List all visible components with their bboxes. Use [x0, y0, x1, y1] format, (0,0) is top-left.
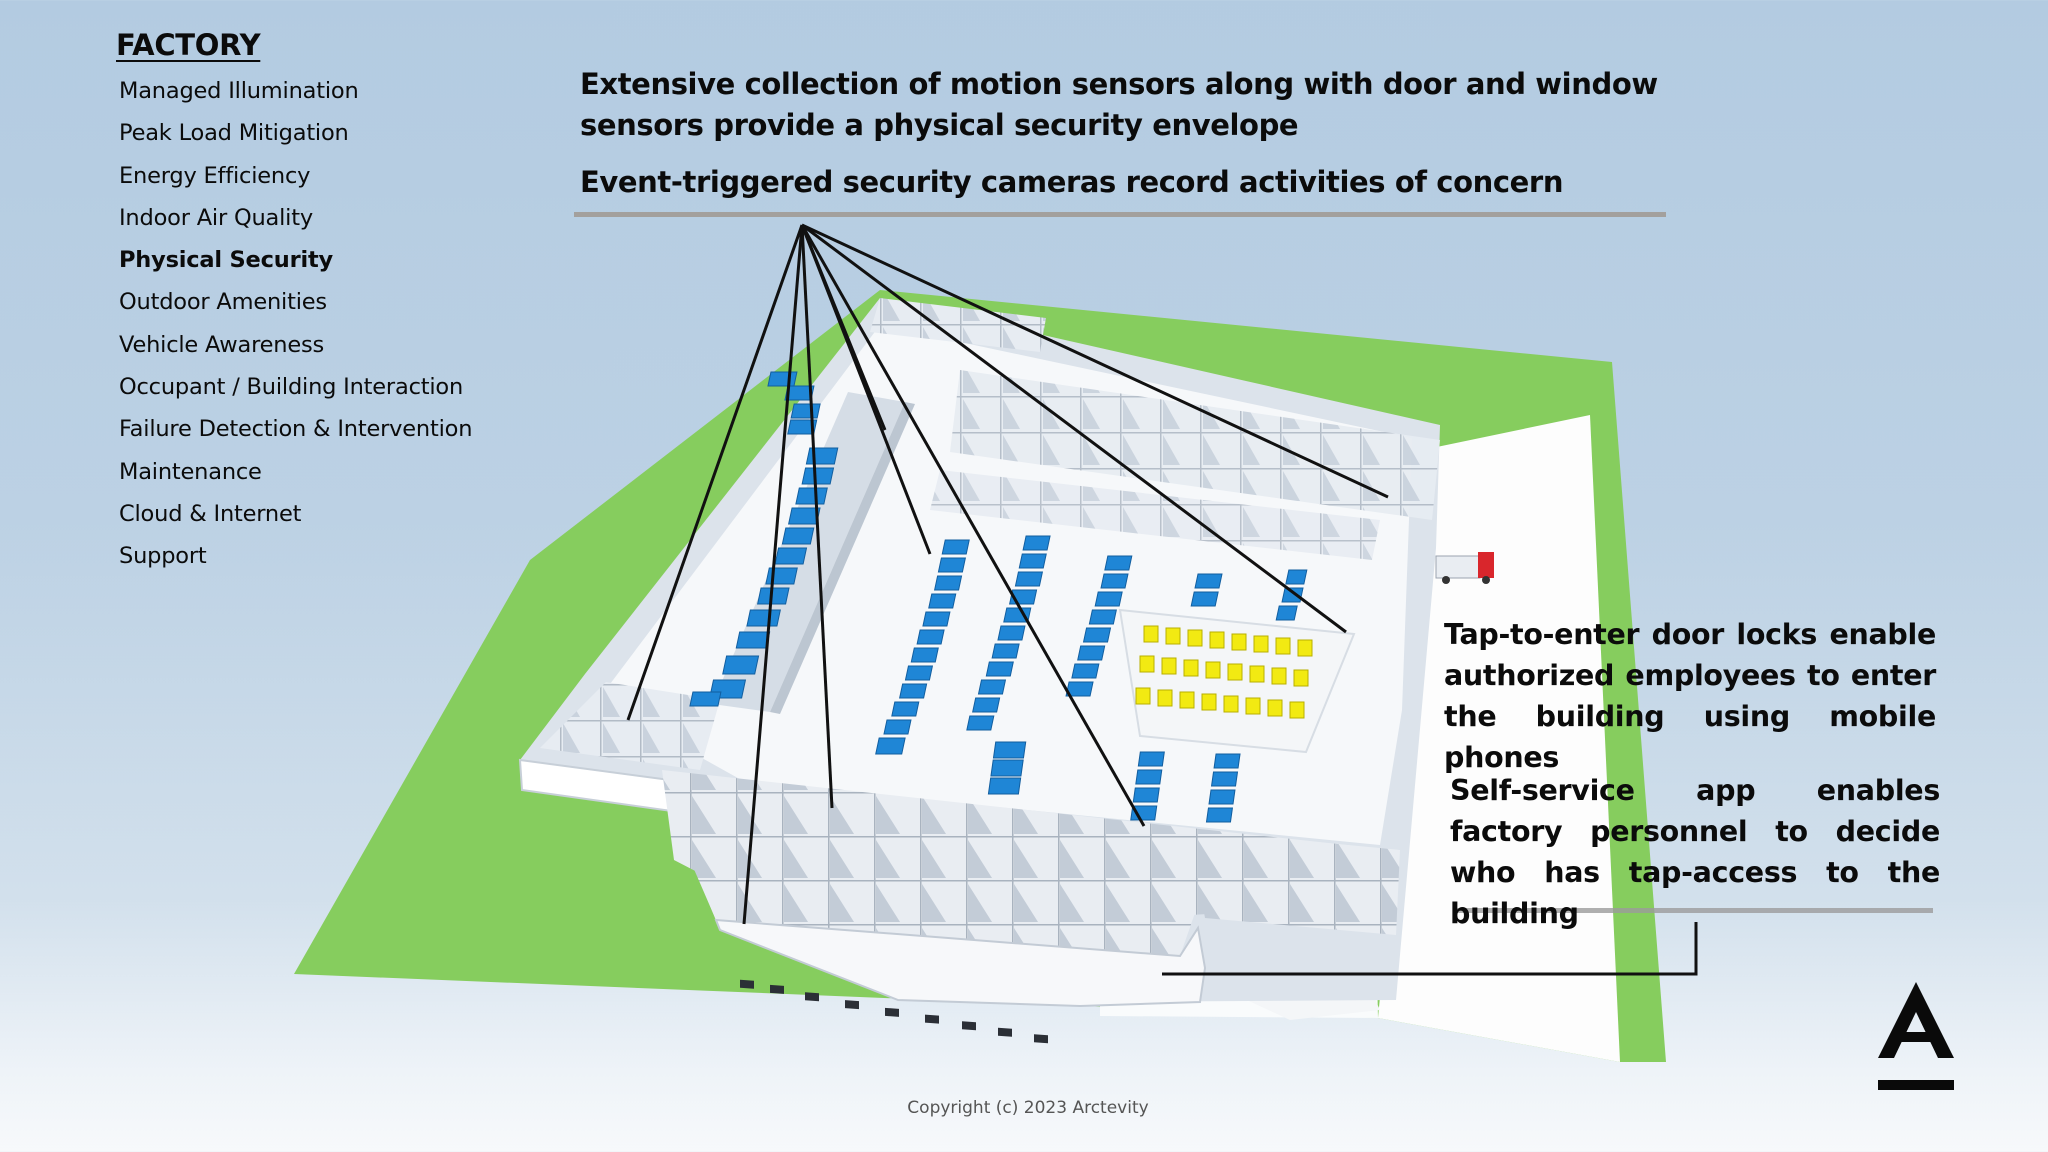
back-rooms-right [950, 370, 1440, 520]
sidebar-item-failure-detection-intervention[interactable]: Failure Detection & Intervention [119, 416, 473, 443]
left-wing [540, 682, 720, 770]
back-rooms-mid [930, 470, 1380, 560]
sidebar-item-occupant-building-interaction[interactable]: Occupant / Building Interaction [119, 374, 464, 401]
sidebar-item-energy-efficiency[interactable]: Energy Efficiency [119, 162, 311, 189]
sidebar-title: FACTORY [116, 28, 261, 62]
delivery-truck [1435, 552, 1494, 584]
motion-sensor-callout: Extensive collection of motion sensors a… [580, 67, 1658, 142]
back-rooms [870, 298, 1046, 352]
sidebar-item-managed-illumination[interactable]: Managed Illumination [119, 78, 359, 104]
sidebar-item-cloud-internet[interactable]: Cloud & Internet [119, 500, 302, 527]
camera-callout: Event-triggered security cameras record … [580, 165, 1564, 199]
sidebar-item-vehicle-awareness[interactable]: Vehicle Awareness [119, 331, 325, 358]
blue-equipment [689, 371, 1308, 823]
front-facade [714, 918, 1207, 1008]
yellow-equipment [1135, 625, 1313, 719]
sidebar-item-outdoor-amenities[interactable]: Outdoor Amenities [119, 289, 327, 316]
copyright-text: Copyright (c) 2023 Arctevity [907, 1098, 1149, 1118]
right-bays [1190, 830, 1400, 935]
self-service-callout: Self-service app enables factory personn… [1450, 774, 1940, 930]
sensor-callout-lines [626, 223, 1389, 925]
sidebar-item-physical-security[interactable]: Physical Security [119, 247, 333, 274]
facade-windows [740, 979, 1048, 1044]
arctevity-logo-icon [1878, 982, 1954, 1090]
sidebar-item-support[interactable]: Support [119, 543, 207, 570]
sidebar-item-maintenance[interactable]: Maintenance [119, 458, 262, 485]
side-divider [1453, 908, 1933, 913]
header-divider [574, 212, 1666, 217]
corridor-wall-face [770, 402, 915, 714]
sidebar-item-indoor-air-quality[interactable]: Indoor Air Quality [119, 204, 313, 231]
sidebar-item-peak-load-mitigation[interactable]: Peak Load Mitigation [119, 120, 349, 147]
door-lock-callout: Tap-to-enter door locks enable authorize… [1444, 618, 1936, 774]
front-offices [690, 860, 1196, 956]
door-lock-callout-line [1162, 922, 1698, 976]
